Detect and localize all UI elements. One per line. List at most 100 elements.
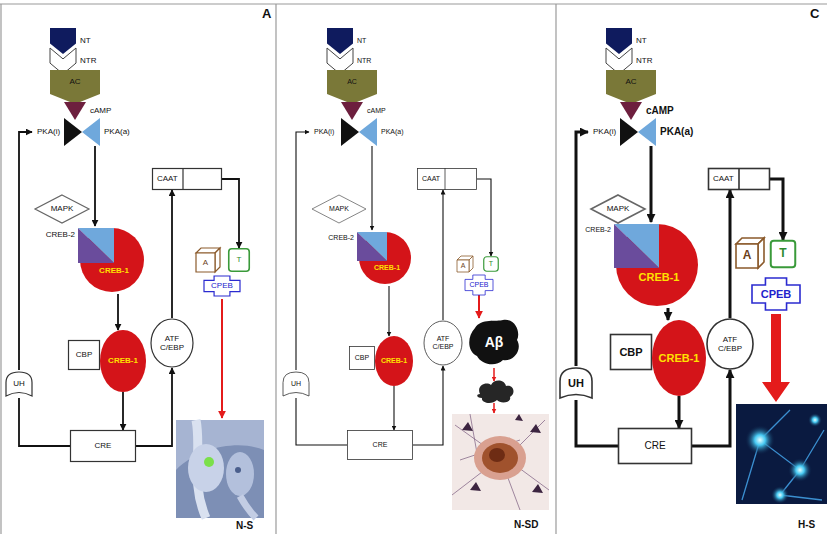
- shape-part: [312, 195, 366, 223]
- shape-part: [151, 319, 193, 367]
- node-label: NT: [636, 36, 647, 45]
- node-label: CREB-1: [108, 356, 138, 365]
- shape-part: [35, 195, 89, 223]
- cpeb-cross: CPEB: [204, 276, 240, 296]
- hydrolase-shape: UH: [558, 366, 594, 400]
- shape-part: [709, 169, 770, 190]
- node-label: CREB-1: [639, 271, 680, 284]
- node-label: CBP: [76, 350, 92, 359]
- node-label: CRE: [95, 441, 112, 450]
- factor-ellipse: ATFC/EBP: [423, 320, 463, 366]
- process-box: CRE: [70, 430, 136, 462]
- glowing-neuron: [808, 413, 822, 427]
- photo-ground: [736, 404, 827, 504]
- node-label: CPEB: [211, 281, 233, 290]
- shape-part: [619, 429, 692, 464]
- aggregate-cloud: [477, 381, 513, 403]
- cube-box: A: [736, 238, 764, 268]
- photo-ground: [452, 414, 549, 510]
- promoter-box: CAAT: [152, 168, 222, 190]
- shape-part: [357, 232, 387, 261]
- shape-part: [418, 169, 477, 190]
- neuron-photo: [176, 420, 264, 518]
- shape-part: [182, 168, 183, 190]
- cpeb-cross: CPEB: [752, 278, 800, 310]
- node-label: C/EBP: [160, 343, 184, 352]
- kinase-diamond: MAPK: [34, 194, 90, 224]
- shape-part: [469, 320, 519, 365]
- connector-arrow: [576, 132, 588, 366]
- kinase-triangle: PKA(i): [32, 118, 82, 146]
- creb-circle: CREB-1: [652, 320, 706, 396]
- connector-arrow: [122, 392, 124, 430]
- creb-circle: CREB-1: [100, 330, 146, 392]
- shape-part: [560, 368, 592, 398]
- panel-frame: [0, 4, 827, 534]
- red-arrow: [221, 299, 223, 418]
- node-label: NT: [80, 36, 91, 45]
- node-label: CPEB: [469, 281, 488, 289]
- node-label: UH: [291, 380, 301, 388]
- connector-arrow: [442, 190, 443, 320]
- creb-pie: CREB-2CREB-1: [311, 230, 413, 286]
- shape-part: [78, 228, 114, 263]
- dendrite-lines: [452, 414, 549, 510]
- node-label: AC: [625, 77, 636, 86]
- shape-part: [424, 321, 462, 365]
- plaque-halo: [474, 436, 526, 480]
- connector-line: [576, 400, 618, 446]
- shape-part: [614, 224, 659, 268]
- node-label: CRE: [644, 440, 665, 452]
- plaque: [482, 443, 518, 473]
- node-label: ATF: [437, 335, 450, 343]
- shape-part: [465, 275, 493, 295]
- gene-box: T: [483, 256, 499, 272]
- node-label: NTR: [636, 56, 652, 65]
- vesicle-dot: [204, 457, 214, 467]
- process-box: CBP: [610, 334, 652, 370]
- node-label: AC: [69, 77, 80, 86]
- cpeb-cross: CPEB: [465, 275, 493, 295]
- shape-part: [738, 168, 740, 190]
- connector-line: [19, 398, 70, 446]
- connector-arrow: [678, 396, 681, 428]
- factor-ellipse: ATFC/EBP: [706, 318, 754, 370]
- kinase-diamond: MAPK: [590, 194, 646, 224]
- shape-part: [348, 431, 413, 460]
- node-label: ATF: [723, 335, 738, 344]
- node-label: A: [743, 249, 752, 263]
- shape-part: [327, 28, 353, 54]
- shape-part: [100, 330, 146, 392]
- connector-arrow: [19, 132, 32, 370]
- shape-part: [341, 102, 363, 120]
- panel-caption: N-S: [236, 520, 253, 532]
- shape-part: [6, 372, 32, 396]
- cube-box: A: [457, 256, 473, 272]
- node-label: cAMP: [90, 106, 111, 115]
- node-label: CREB-1: [381, 357, 407, 365]
- node-label: CREB-1: [374, 264, 400, 272]
- node-label: AC: [347, 78, 357, 86]
- node-outline: [327, 70, 377, 104]
- connector-arrow: [650, 146, 653, 222]
- node-label: A: [203, 258, 208, 267]
- node-label: CPEB: [761, 288, 792, 301]
- shape-part: [69, 341, 100, 370]
- camp-triangle: cAMP: [341, 102, 403, 120]
- node-label: ATF: [165, 334, 180, 343]
- neurite-lines: [742, 410, 824, 500]
- node-label: PKA(i): [593, 127, 616, 136]
- node-label: cAMP: [646, 105, 674, 117]
- glowing-neuron: [788, 458, 812, 482]
- node-outline: [606, 70, 656, 104]
- shape-part: [445, 168, 446, 190]
- plaque-core: [489, 448, 505, 462]
- node-label: CBP: [619, 346, 642, 359]
- node-label: PKA(i): [314, 128, 334, 136]
- node-label: Aβ: [485, 334, 504, 350]
- node-label: MAPK: [329, 205, 349, 213]
- node-label: UH: [568, 377, 584, 390]
- shape-part: [736, 244, 758, 268]
- cube-box: A: [196, 248, 220, 272]
